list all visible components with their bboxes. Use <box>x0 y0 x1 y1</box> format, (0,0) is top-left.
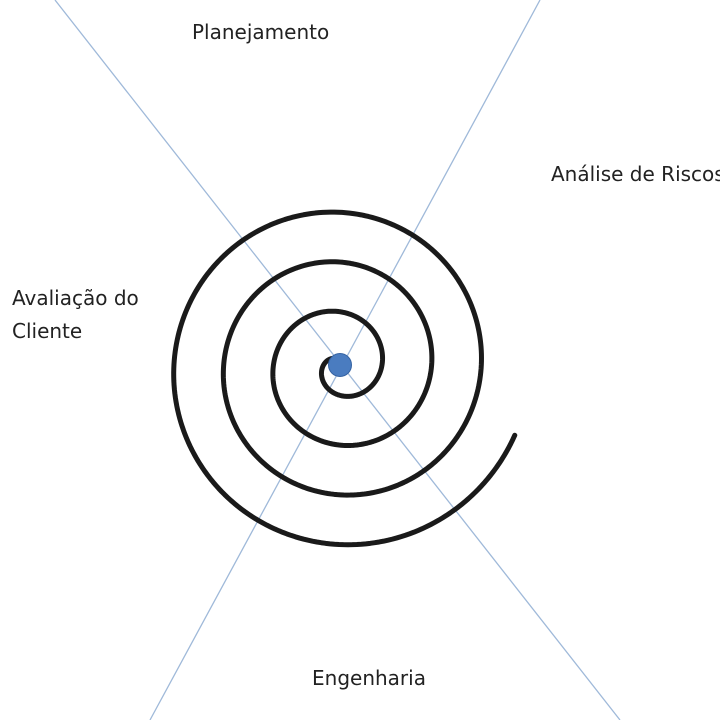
label-planning: Planejamento <box>192 20 330 44</box>
spiral-path <box>171 209 518 548</box>
label-client-evaluation-line1: Avaliação do <box>12 286 139 310</box>
label-risk-analysis: Análise de Riscos <box>551 162 720 186</box>
center-dot <box>328 353 352 377</box>
label-client-evaluation: Avaliação do Cliente <box>12 282 139 348</box>
label-engineering: Engenharia <box>312 666 426 690</box>
label-client-evaluation-line2: Cliente <box>12 319 83 343</box>
